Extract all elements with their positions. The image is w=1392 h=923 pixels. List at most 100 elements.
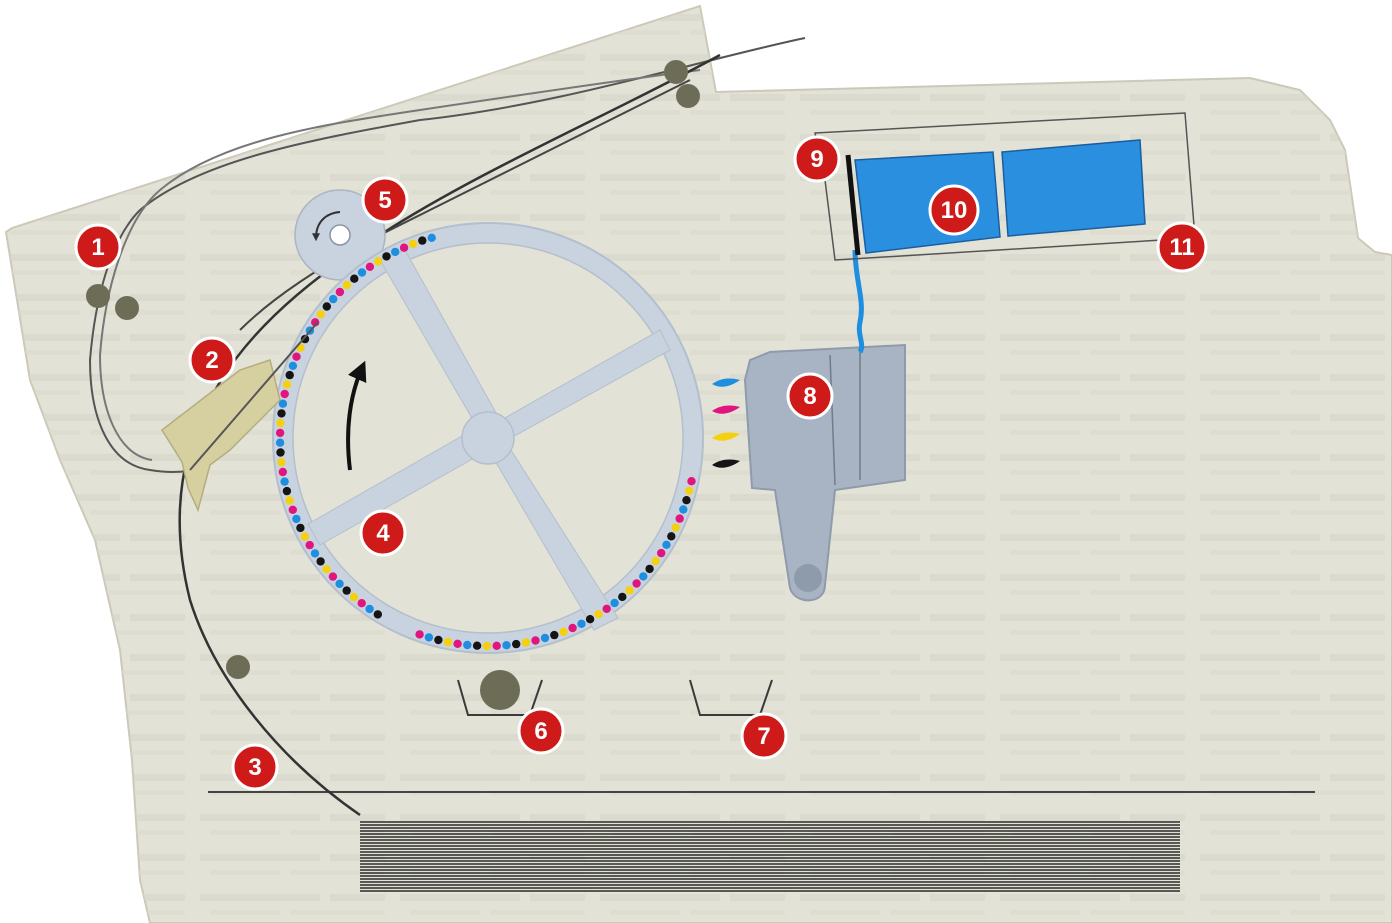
toner-dot — [280, 477, 289, 486]
laser-unit-pivot — [794, 564, 822, 592]
callout-badge-6: 6 — [517, 707, 565, 755]
callout-number: 9 — [810, 146, 823, 173]
callout-circle — [1156, 221, 1208, 273]
callout-number: 2 — [205, 347, 218, 374]
toner-dot — [288, 361, 298, 370]
toner-dot — [357, 599, 366, 608]
laser-unit — [743, 343, 906, 602]
toner-dot — [277, 458, 286, 467]
toner-drop — [712, 459, 740, 468]
toner-dot — [645, 564, 654, 574]
charge-roller-arrow — [312, 211, 341, 242]
toner-dot — [463, 640, 472, 650]
toner-dot — [275, 438, 285, 447]
toner-dot — [276, 418, 285, 428]
laser-unit-divider — [829, 354, 836, 486]
toner-dot — [559, 627, 568, 636]
callout-badge-11: 11 — [1156, 221, 1208, 273]
toner-dot — [521, 638, 531, 647]
exit-roller-bottom — [676, 84, 700, 108]
toner-dot — [382, 252, 391, 261]
toner-dot — [502, 641, 511, 650]
callout-badge-1: 1 — [74, 223, 122, 271]
callout-number: 11 — [1169, 234, 1194, 261]
toner-dot — [408, 239, 418, 249]
callout-circle — [517, 707, 565, 755]
toner-dot — [292, 514, 301, 524]
toner-dot — [300, 532, 310, 541]
toner-dot — [342, 586, 351, 595]
toner-dot — [329, 294, 338, 304]
callout-number: 8 — [803, 383, 816, 410]
toner-dot — [322, 565, 331, 574]
callout-number: 6 — [534, 718, 547, 745]
transfer-tray — [689, 679, 773, 716]
toner-dot — [682, 496, 691, 505]
toner-dot — [296, 523, 305, 533]
toner-dot — [415, 630, 424, 639]
toner-dot — [310, 549, 320, 558]
toner-dot — [349, 592, 359, 602]
callout-number: 1 — [91, 234, 104, 261]
toner-cartridge-right — [1001, 139, 1146, 237]
toner-dot — [335, 579, 344, 588]
callout-badge-2: 2 — [188, 336, 236, 384]
paper-path-exit — [239, 79, 691, 331]
developer-tray — [457, 679, 543, 716]
toner-dot — [418, 236, 427, 245]
callout-badge-9: 9 — [793, 135, 841, 183]
paper-path-outer — [88, 37, 806, 473]
toner-dot — [492, 641, 501, 650]
drum-spokes — [307, 249, 671, 631]
cleaning-blade-edge — [189, 321, 319, 471]
toner-dot — [391, 247, 400, 257]
callout-number: 3 — [248, 754, 261, 781]
toner-dot — [292, 352, 301, 361]
toner-dot — [585, 615, 595, 624]
toner-dot — [568, 623, 577, 633]
toner-dot — [278, 399, 288, 408]
color-drops — [712, 378, 740, 468]
toner-dot — [577, 619, 586, 628]
toner-dot — [594, 610, 603, 619]
toner-dot — [540, 633, 550, 643]
feed-roller-left-b — [115, 296, 139, 320]
exit-roller-top — [664, 60, 688, 84]
toner-dot — [328, 572, 338, 581]
callout-badge-3: 3 — [231, 743, 279, 791]
callout-circle — [188, 336, 236, 384]
toner-dot — [434, 635, 443, 645]
toner-dot — [365, 262, 375, 271]
toner-dot — [322, 302, 331, 311]
callout-circle — [928, 184, 980, 236]
toner-dot — [424, 633, 434, 642]
toner-dot — [285, 370, 294, 380]
toner-dot — [399, 243, 409, 252]
callout-circle — [231, 743, 279, 791]
toner-dot — [602, 604, 611, 613]
toner-dot — [316, 557, 325, 566]
callout-number: 7 — [757, 723, 770, 750]
toner-dot — [671, 523, 680, 532]
toner-dot — [275, 428, 285, 438]
toner-dot — [365, 604, 374, 614]
toner-dot — [280, 389, 289, 399]
drum-rotation-arrow — [346, 360, 367, 471]
toner-dot — [305, 540, 314, 550]
callout-number: 5 — [378, 187, 391, 214]
drum-hub — [461, 411, 515, 465]
toner-dot — [277, 409, 286, 418]
toner-dot — [357, 268, 367, 277]
toner-dot — [350, 274, 359, 283]
toner-dot — [276, 448, 285, 457]
callout-circle — [740, 712, 788, 760]
toner-dot — [625, 586, 634, 595]
toner-dot — [316, 310, 325, 319]
toner-dot — [285, 496, 294, 505]
toner-dot — [632, 579, 641, 588]
toner-dot — [482, 641, 492, 651]
toner-dot — [282, 380, 292, 389]
toner-dot — [618, 592, 627, 602]
